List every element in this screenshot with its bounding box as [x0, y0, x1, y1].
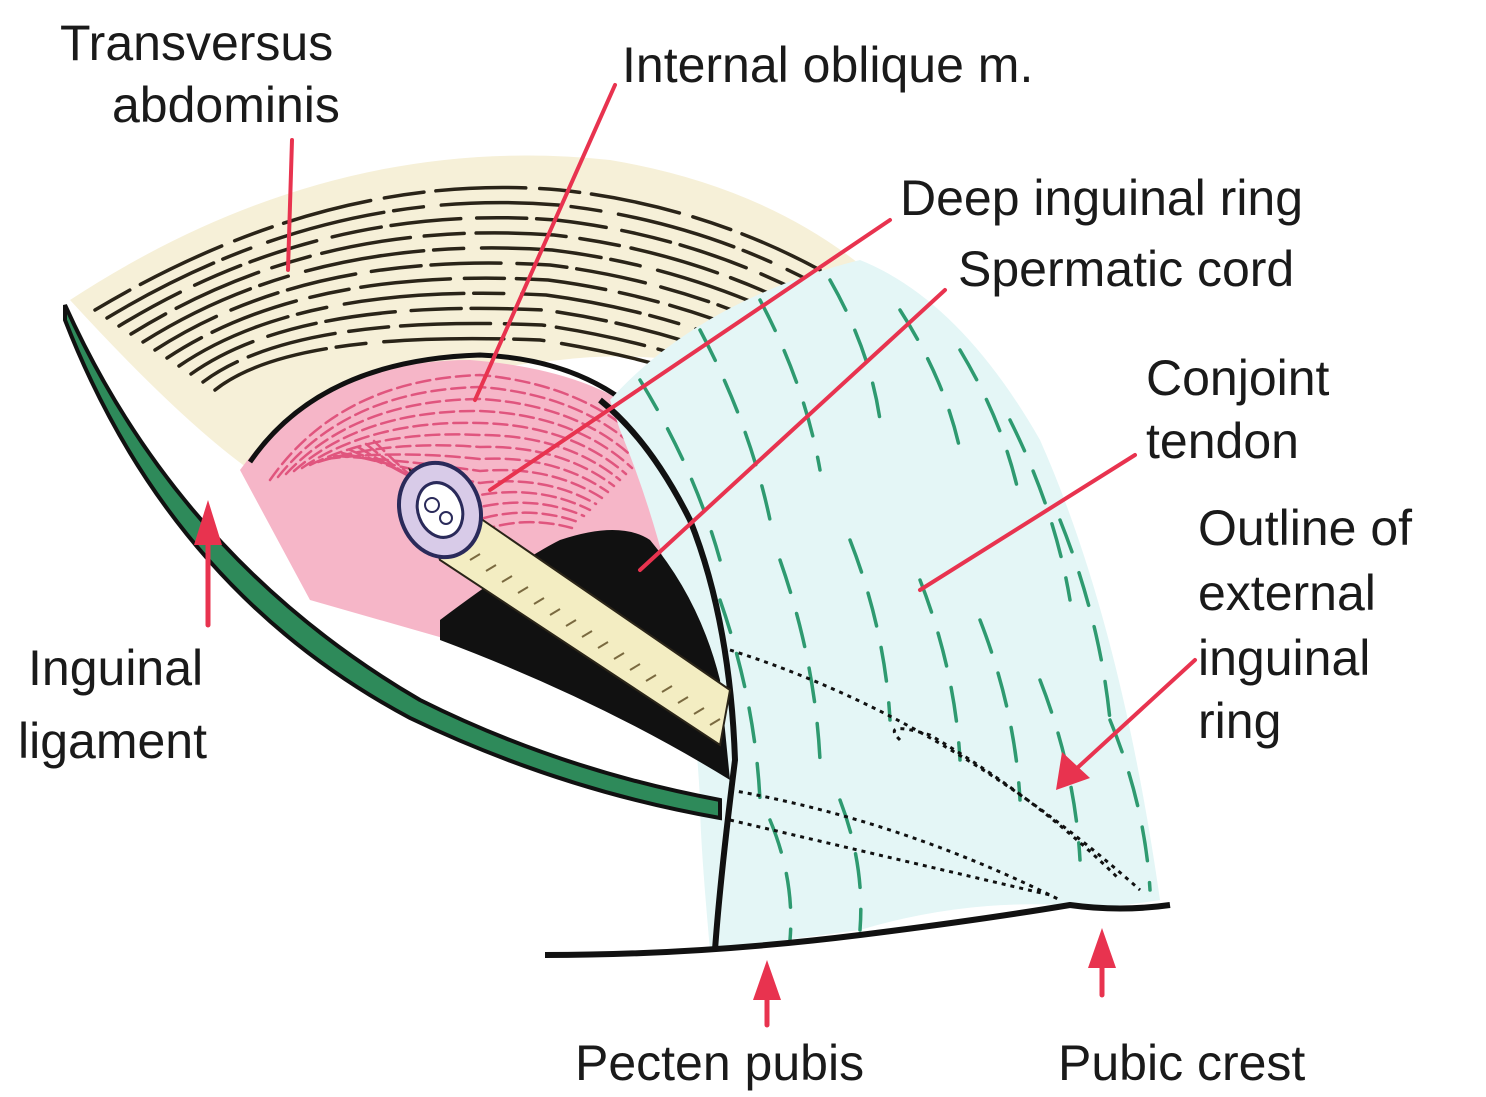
- label-pubic-crest: Pubic crest: [1058, 1035, 1305, 1091]
- label-spermatic-cord: Spermatic cord: [958, 241, 1294, 297]
- label-conjoint-line2: tendon: [1146, 413, 1299, 469]
- label-outline-line1: Outline of: [1198, 500, 1412, 556]
- pecten-pubis-arrow: [753, 960, 781, 1025]
- label-transversus-line1: Transversus: [60, 15, 333, 71]
- label-outline-line4: ring: [1198, 693, 1281, 749]
- label-outline-line3: inguinal: [1198, 630, 1370, 686]
- label-pecten-pubis: Pecten pubis: [575, 1035, 864, 1091]
- label-inguinal-line1: Inguinal: [28, 640, 203, 696]
- label-internal-oblique: Internal oblique m.: [622, 37, 1033, 93]
- label-conjoint-line1: Conjoint: [1146, 350, 1330, 406]
- pubic-crest-arrow: [1088, 928, 1116, 995]
- label-deep-ring: Deep inguinal ring: [900, 170, 1303, 226]
- label-transversus-line2: abdominis: [112, 77, 340, 133]
- label-inguinal-line2: ligament: [18, 713, 207, 769]
- label-outline-line2: external: [1198, 565, 1376, 621]
